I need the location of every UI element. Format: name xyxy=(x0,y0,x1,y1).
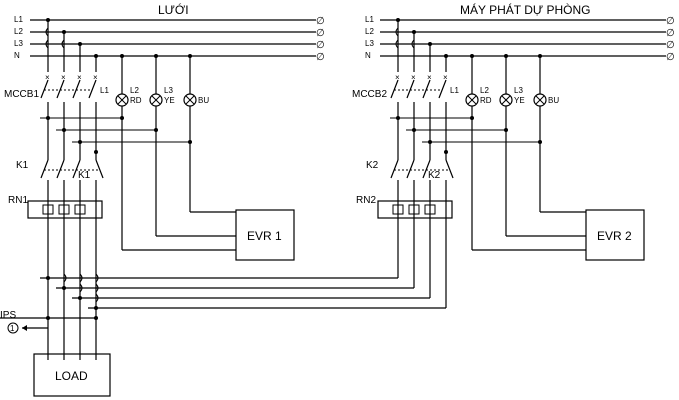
svg-text:×: × xyxy=(411,73,416,82)
transfer-tie-lines xyxy=(40,273,446,310)
left-bus: L1 L2 L3 N ∅ ∅ ∅ ∅ xyxy=(14,15,325,63)
terminal-symbol: ∅ xyxy=(316,40,325,51)
svg-text:×: × xyxy=(395,73,400,82)
terminal-symbol: ∅ xyxy=(666,16,675,27)
svg-text:×: × xyxy=(77,73,82,82)
terminal-symbol: ∅ xyxy=(666,52,675,63)
k1-aux-label: K1 xyxy=(78,170,91,181)
relay-rn1: RN1 xyxy=(8,180,103,360)
lamp-phase-l1: L1 xyxy=(100,86,109,95)
lamp-color-bu: BU xyxy=(198,96,209,105)
lamp-color-ye: YE xyxy=(164,96,175,105)
contactor-k1: K1 K1 xyxy=(16,159,104,181)
lamp-icon xyxy=(465,93,479,107)
lamp-phase-l2: L2 xyxy=(480,86,489,95)
k2-aux-label: K2 xyxy=(428,170,441,181)
generator-title: MÁY PHÁT DỰ PHÒNG xyxy=(460,2,591,17)
bus-label-l2: L2 xyxy=(14,27,23,36)
ips-label: IPS xyxy=(0,310,16,321)
terminal-symbol: ∅ xyxy=(316,52,325,63)
lamp-icon xyxy=(533,93,547,107)
left-tap-lines xyxy=(40,116,192,154)
relay-rn2: RN2 xyxy=(356,180,453,308)
lamp-phase-l3: L3 xyxy=(164,86,173,95)
evr2-label: EVR 2 xyxy=(597,229,632,243)
rn2-label: RN2 xyxy=(356,195,376,206)
right-bus: L1 L2 L3 N ∅ ∅ ∅ ∅ xyxy=(365,15,675,63)
svg-text:×: × xyxy=(45,73,50,82)
bus-label-l3: L3 xyxy=(365,39,374,48)
lamp-phase-l1: L1 xyxy=(450,86,459,95)
bus-label-n: N xyxy=(365,51,371,60)
k1-label: K1 xyxy=(16,160,29,171)
k2-label: K2 xyxy=(366,160,379,171)
mccb2-label: MCCB2 xyxy=(352,89,387,100)
contactor-k2: K2 K2 xyxy=(366,159,454,181)
svg-text:×: × xyxy=(61,73,66,82)
left-indicator-lamps: L2 RD L3 YE BU xyxy=(115,56,209,250)
rn1-label: RN1 xyxy=(8,195,28,206)
lamp-icon xyxy=(499,93,513,107)
grid-title: LƯỚI xyxy=(158,2,189,17)
lamp-color-rd: RD xyxy=(480,96,492,105)
bus-label-l3: L3 xyxy=(14,39,23,48)
lamp-color-bu: BU xyxy=(548,96,559,105)
lamp-icon xyxy=(183,93,197,107)
ips-feed: IPS 1 xyxy=(0,310,98,334)
lamp-color-rd: RD xyxy=(130,96,142,105)
right-tap-lines xyxy=(390,116,542,154)
load-box: LOAD xyxy=(33,353,111,397)
bus-label-n: N xyxy=(14,51,20,60)
load-label: LOAD xyxy=(55,369,88,383)
lamp-icon xyxy=(149,93,163,107)
lamp-phase-l2: L2 xyxy=(130,86,139,95)
lamp-icon xyxy=(115,93,129,107)
lamp-color-ye: YE xyxy=(514,96,525,105)
svg-text:×: × xyxy=(93,73,98,82)
svg-text:×: × xyxy=(443,73,448,82)
evr1-label: EVR 1 xyxy=(247,229,282,243)
terminal-symbol: ∅ xyxy=(666,28,675,39)
terminal-symbol: ∅ xyxy=(316,28,325,39)
bus-label-l2: L2 xyxy=(365,27,374,36)
evr2-controller: EVR 2 xyxy=(472,209,645,261)
right-indicator-lamps: L2 RD L3 YE BU xyxy=(465,56,559,250)
mccb1: MCCB1 × × × × L1 xyxy=(4,20,109,160)
lamp-phase-l3: L3 xyxy=(514,86,523,95)
svg-text:×: × xyxy=(427,73,432,82)
terminal-symbol: ∅ xyxy=(666,40,675,51)
bus-label-l1: L1 xyxy=(365,15,374,24)
evr1-controller: EVR 1 xyxy=(122,209,295,261)
mccb1-label: MCCB1 xyxy=(4,89,39,100)
marker-number: 1 xyxy=(10,324,15,333)
bus-label-l1: L1 xyxy=(14,15,23,24)
terminal-symbol: ∅ xyxy=(316,16,325,27)
